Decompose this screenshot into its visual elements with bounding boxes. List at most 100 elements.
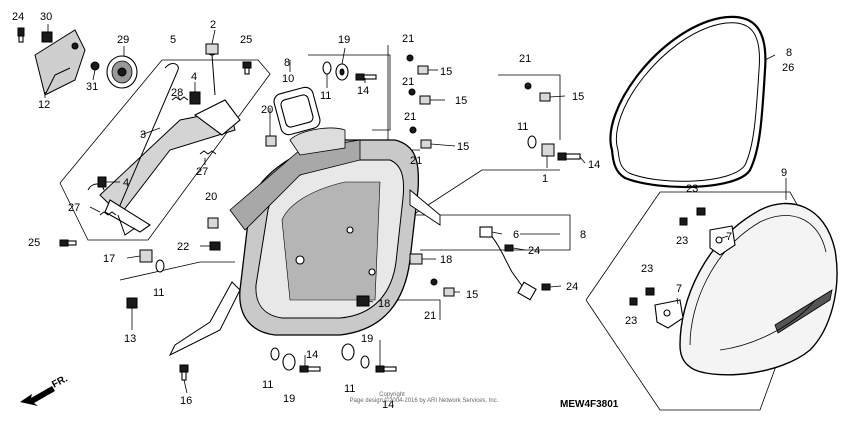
callout-19: 19 — [338, 34, 350, 46]
callout-20: 20 — [261, 104, 273, 116]
bolt-24 — [17, 27, 25, 43]
nut-2 — [205, 43, 219, 55]
callout-8: 8 — [786, 47, 792, 59]
callout-23: 23 — [676, 235, 688, 247]
screw-23d — [629, 297, 638, 306]
callout-4: 4 — [191, 71, 197, 83]
copyright-line-1: Copyright — [379, 392, 405, 398]
callout-15: 15 — [572, 91, 584, 103]
callout-14: 14 — [306, 349, 318, 361]
washer-19a — [335, 63, 349, 81]
nut-30 — [41, 31, 53, 43]
callout-21: 21 — [410, 155, 422, 167]
pin-4b — [97, 176, 107, 188]
spring-27a — [99, 211, 117, 216]
washer-11e — [270, 347, 280, 361]
callout-23: 23 — [641, 263, 653, 275]
callout-11: 11 — [153, 287, 164, 299]
callout-16: 16 — [180, 395, 192, 407]
washer-21c — [409, 126, 417, 134]
callout-15: 15 — [466, 289, 478, 301]
callout-29: 29 — [117, 34, 129, 46]
callout-21: 21 — [424, 310, 436, 322]
callout-15: 15 — [457, 141, 469, 153]
callout-13: 13 — [124, 333, 136, 345]
callout-11: 11 — [262, 379, 273, 391]
callout-2: 2 — [210, 19, 216, 31]
washer-21b — [408, 88, 416, 96]
callout-23: 23 — [625, 315, 637, 327]
callout-31: 31 — [86, 81, 98, 93]
callout-24: 24 — [12, 11, 24, 23]
diagram-code: MEW4F3801 — [560, 399, 619, 410]
callout-15: 15 — [455, 95, 467, 107]
washer-11a — [322, 61, 332, 75]
callout-9: 9 — [781, 167, 787, 179]
callout-15: 15 — [440, 66, 452, 78]
nut-22 — [209, 241, 221, 251]
screw-23a — [696, 207, 706, 216]
screw-15c — [420, 139, 432, 149]
callout-20: 20 — [205, 191, 217, 203]
callout-14: 14 — [382, 399, 394, 411]
bolt-14d — [375, 365, 397, 373]
callout-18: 18 — [440, 254, 452, 266]
leader-lines — [44, 24, 787, 394]
nut-13 — [126, 297, 138, 309]
callout-12: 12 — [38, 99, 50, 111]
grommet-17 — [139, 249, 153, 263]
bracket-7 — [654, 225, 736, 329]
callout-labels: 24 30 29 12 31 5 2 25 4 28 3 4 27 27 25 … — [12, 11, 794, 411]
bolt-24c — [541, 283, 551, 291]
bolt-14a — [355, 73, 377, 81]
callout-5: 5 — [170, 34, 176, 46]
screw-15e — [443, 287, 455, 297]
callout-21: 21 — [519, 53, 531, 65]
callout-24: 24 — [528, 245, 540, 257]
nut-18a — [409, 253, 423, 265]
callout-22: 22 — [177, 241, 189, 253]
bolt-14b — [557, 152, 581, 161]
callout-30: 30 — [40, 11, 52, 23]
knob-29 — [106, 55, 138, 89]
bolt-24b — [504, 244, 514, 252]
screw-15d — [539, 92, 551, 102]
bolt-16 — [179, 364, 189, 381]
callout-7: 7 — [726, 231, 732, 243]
callout-7: 7 — [676, 283, 682, 295]
washer-19b — [341, 343, 355, 361]
callout-4: 4 — [123, 177, 129, 189]
callout-6: 6 — [513, 229, 519, 241]
washer-21f — [430, 278, 438, 286]
washer-11b — [527, 135, 537, 149]
callout-3: 3 — [140, 129, 146, 141]
copyright-line-2: Page design ©2004-2016 by ARI Network Se… — [350, 397, 499, 404]
screw-23b — [679, 217, 688, 226]
callout-17: 17 — [103, 253, 115, 265]
callout-23: 23 — [686, 183, 698, 195]
seal-8-26 — [609, 15, 767, 189]
wire-harness-6 — [479, 226, 537, 301]
callout-10: 10 — [282, 73, 294, 85]
callout-27: 27 — [68, 202, 80, 214]
screw-25b — [59, 239, 77, 247]
callout-11: 11 — [344, 383, 355, 395]
nut-18b — [356, 295, 370, 307]
washer-19c — [282, 353, 296, 371]
callout-14: 14 — [588, 159, 600, 171]
screw-15b — [419, 95, 431, 105]
washer-11d — [360, 355, 370, 369]
callout-8: 8 — [580, 229, 586, 241]
grommet-20b — [207, 217, 219, 229]
callout-25: 25 — [28, 237, 40, 249]
collar-1 — [541, 143, 555, 157]
callout-18: 18 — [378, 298, 390, 310]
screw-23c — [645, 287, 655, 296]
callout-1: 1 — [542, 173, 548, 185]
callout-21: 21 — [402, 33, 414, 45]
hinge-bracket — [34, 29, 86, 96]
callout-24: 24 — [566, 281, 578, 293]
callout-26: 26 — [782, 62, 794, 74]
screw-15a — [417, 65, 429, 75]
